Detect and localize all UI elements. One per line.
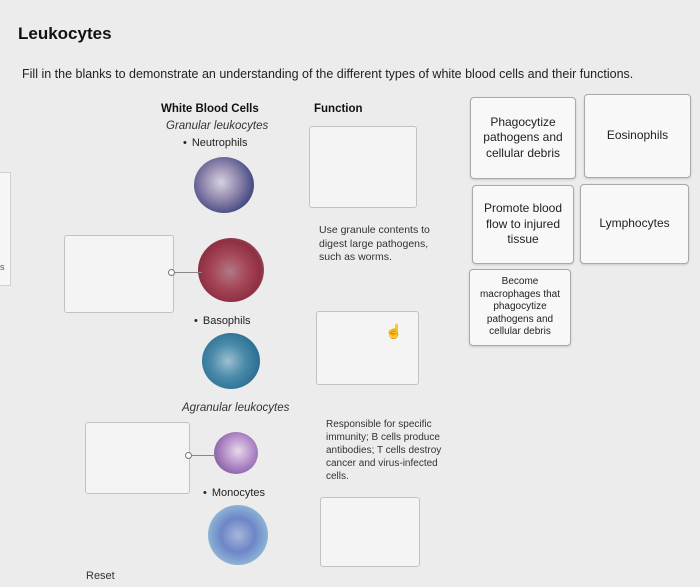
card-promote-label: Promote blood flow to injured tissue xyxy=(483,201,563,247)
group-agranular: Agranular leukocytes xyxy=(182,402,290,414)
group-granular: Granular leukocytes xyxy=(166,120,269,132)
reset-button[interactable]: Reset xyxy=(86,570,115,582)
lymphocyte-image xyxy=(214,432,258,474)
connector-dot-eosinophil xyxy=(168,269,175,276)
neutrophil-image xyxy=(194,157,254,213)
card-lymphocytes-label: Lymphocytes xyxy=(599,216,670,231)
page-title: Leukocytes xyxy=(18,24,112,43)
header-white-blood-cells: White Blood Cells xyxy=(161,103,259,115)
card-phagocytize-label: Phagocytize pathogens and cellular debri… xyxy=(483,114,563,160)
header-function: Function xyxy=(314,103,363,115)
card-eosinophils[interactable]: Eosinophils xyxy=(584,94,691,178)
function-lymphocyte: Responsible for specific immunity; B cel… xyxy=(326,419,442,482)
card-lymphocytes[interactable]: Lymphocytes xyxy=(580,184,689,264)
blank-function-monocyte[interactable] xyxy=(320,497,420,567)
card-phagocytize[interactable]: Phagocytize pathogens and cellular debri… xyxy=(470,97,576,179)
blank-function-neutrophil[interactable] xyxy=(309,126,417,208)
connector-lymphocyte xyxy=(188,455,216,456)
label-monocytes: Monocytes xyxy=(203,487,265,499)
basophil-image xyxy=(202,333,260,389)
connector-eosinophil xyxy=(172,272,202,273)
edge-label: s xyxy=(0,262,5,272)
monocyte-image xyxy=(208,505,268,565)
instructions: Fill in the blanks to demonstrate an und… xyxy=(22,67,634,81)
label-neutrophils: Neutrophils xyxy=(183,137,248,149)
card-macrophages-label: Become macrophages that phagocytize path… xyxy=(479,276,561,338)
blank-function-basophil[interactable]: ☝ xyxy=(316,311,419,385)
card-promote-blood-flow[interactable]: Promote blood flow to injured tissue xyxy=(472,185,574,264)
card-become-macrophages[interactable]: Become macrophages that phagocytize path… xyxy=(469,269,571,346)
function-eosinophil: Use granule contents to digest large pat… xyxy=(319,224,430,264)
blank-cell-eosinophil[interactable] xyxy=(64,235,174,313)
card-eosinophils-label: Eosinophils xyxy=(606,128,669,143)
blank-cell-lymphocyte[interactable] xyxy=(85,422,190,494)
hand-cursor-icon: ☝ xyxy=(385,323,403,339)
eosinophil-image xyxy=(198,238,264,302)
label-basophils: Basophils xyxy=(194,315,251,327)
left-panel-edge xyxy=(0,172,11,286)
connector-dot-lymphocyte xyxy=(185,452,192,459)
